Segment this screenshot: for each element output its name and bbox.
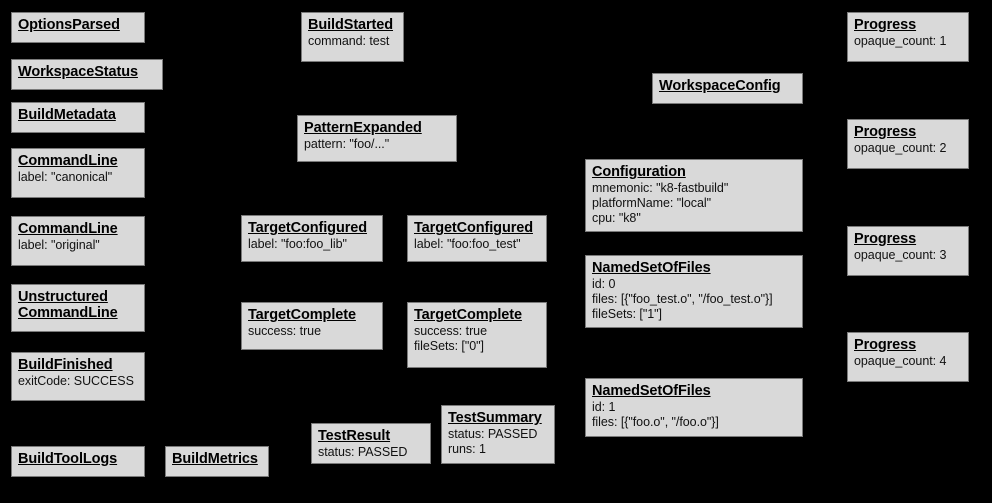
node-title: BuildMetrics <box>172 451 258 467</box>
node-title: Configuration <box>592 164 686 180</box>
node-title: TargetConfigured <box>248 220 367 236</box>
node-title: BuildStarted <box>308 17 394 33</box>
node-title: Unstructured CommandLine <box>18 289 118 321</box>
node-attributes: opaque_count: 4 <box>854 354 962 369</box>
node-attribute: opaque_count: 3 <box>854 248 947 262</box>
node-attributes: label: "foo:foo_test" <box>414 237 540 252</box>
node-attribute: files: [{"foo_test.o", "/foo_test.o"}] <box>592 292 773 306</box>
node-title: Progress <box>854 124 917 140</box>
node-attribute: command: test <box>308 34 390 48</box>
node-build-tool-logs[interactable]: BuildToolLogs <box>11 446 145 477</box>
node-unstructured-command-line[interactable]: Unstructured CommandLine <box>11 284 145 332</box>
node-build-metadata[interactable]: BuildMetadata <box>11 102 145 133</box>
node-attribute: status: PASSED <box>448 427 538 441</box>
node-attribute: platformName: "local" <box>592 196 711 210</box>
node-attribute: success: true <box>248 324 321 338</box>
node-attribute: opaque_count: 4 <box>854 354 947 368</box>
node-attributes: opaque_count: 3 <box>854 248 962 263</box>
node-attributes: label: "foo:foo_lib" <box>248 237 376 252</box>
node-title: WorkspaceConfig <box>659 78 781 94</box>
node-title: CommandLine <box>18 153 118 169</box>
node-attribute: label: "foo:foo_test" <box>414 237 521 251</box>
node-options-parsed[interactable]: OptionsParsed <box>11 12 145 43</box>
node-attributes: success: true <box>248 324 376 339</box>
node-attributes: opaque_count: 2 <box>854 141 962 156</box>
node-title: Progress <box>854 17 917 33</box>
node-attributes: opaque_count: 1 <box>854 34 962 49</box>
node-title: PatternExpanded <box>304 120 422 136</box>
node-title: WorkspaceStatus <box>18 64 138 80</box>
node-attribute: exitCode: SUCCESS <box>18 374 134 388</box>
node-title: Progress <box>854 231 917 247</box>
node-title: BuildToolLogs <box>18 451 118 467</box>
node-attribute: runs: 1 <box>448 442 486 456</box>
node-title: Progress <box>854 337 917 353</box>
node-title: NamedSetOfFiles <box>592 260 711 276</box>
node-attributes: exitCode: SUCCESS <box>18 374 138 389</box>
node-attributes: pattern: "foo/..." <box>304 137 450 152</box>
node-title: TestResult <box>318 428 391 444</box>
node-workspace-status[interactable]: WorkspaceStatus <box>11 59 163 90</box>
node-attribute: label: "original" <box>18 238 100 252</box>
node-workspace-config[interactable]: WorkspaceConfig <box>652 73 803 104</box>
node-title: BuildMetadata <box>18 107 116 123</box>
node-title: TargetComplete <box>414 307 522 323</box>
node-title: BuildFinished <box>18 357 113 373</box>
node-title: TestSummary <box>448 410 542 426</box>
node-attribute: label: "canonical" <box>18 170 113 184</box>
node-attribute: id: 0 <box>592 277 616 291</box>
node-attribute: status: PASSED <box>318 445 408 459</box>
node-attributes: command: test <box>308 34 397 49</box>
node-title: TargetConfigured <box>414 220 533 236</box>
node-attribute: files: [{"foo.o", "/foo.o"}] <box>592 415 719 429</box>
node-attribute: mnemonic: "k8-fastbuild" <box>592 181 729 195</box>
node-attribute: label: "foo:foo_lib" <box>248 237 347 251</box>
node-attribute: cpu: "k8" <box>592 211 641 225</box>
node-title: CommandLine <box>18 221 118 237</box>
node-attributes: label: "original" <box>18 238 138 253</box>
node-attribute: fileSets: ["0"] <box>414 339 484 353</box>
node-attribute: pattern: "foo/..." <box>304 137 390 151</box>
node-title: NamedSetOfFiles <box>592 383 711 399</box>
node-attribute: opaque_count: 2 <box>854 141 947 155</box>
node-title: TargetComplete <box>248 307 356 323</box>
node-attributes: label: "canonical" <box>18 170 138 185</box>
node-title: OptionsParsed <box>18 17 120 33</box>
node-attribute: fileSets: ["1"] <box>592 307 662 321</box>
node-build-metrics[interactable]: BuildMetrics <box>165 446 269 477</box>
node-attributes: mnemonic: "k8-fastbuild"platformName: "l… <box>592 181 796 226</box>
node-attribute: opaque_count: 1 <box>854 34 947 48</box>
node-attributes: status: PASSED <box>318 445 424 460</box>
node-attribute: success: true <box>414 324 487 338</box>
node-attribute: id: 1 <box>592 400 616 414</box>
